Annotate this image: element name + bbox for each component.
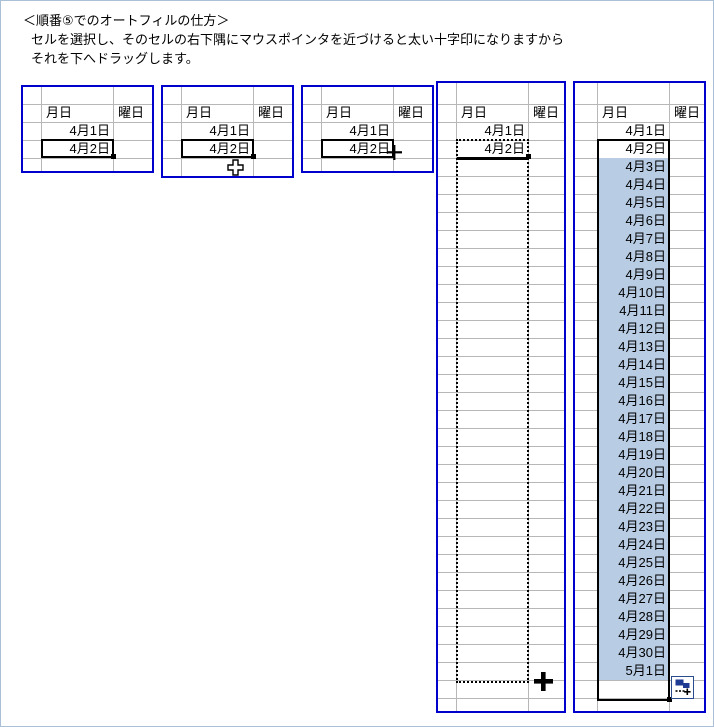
cell-date-19[interactable]: 4月20日 [598,464,669,482]
gridline [438,500,564,501]
cell-date-9[interactable]: 4月10日 [598,284,669,302]
gridline [438,446,564,447]
column-header-date: 月日 [186,105,213,120]
gridline [438,410,564,411]
autofill-options-button[interactable] [671,676,694,699]
cell-date-27[interactable]: 4月28日 [598,608,669,626]
cell-date-1[interactable]: 4月2日 [69,141,110,156]
column-header-date: 月日 [461,105,488,120]
cell-date-17[interactable]: 4月18日 [598,428,669,446]
cell-date-12[interactable]: 4月13日 [598,338,669,356]
gridline [575,122,704,123]
gridline [438,590,564,591]
gridline [575,104,704,105]
panel-selected-cell[interactable]: 月日 曜日 4月1日 4月2日 [21,85,154,173]
gridline [438,608,564,609]
cell-date-26[interactable]: 4月27日 [598,590,669,608]
panel-white-cross-cursor[interactable]: 月日 曜日 4月1日 4月2日 [161,85,294,178]
cell-date-0[interactable]: 4月1日 [69,123,110,138]
cell-date-14[interactable]: 4月15日 [598,374,669,392]
gridline [438,374,564,375]
cell-date-10[interactable]: 4月11日 [598,302,669,320]
gridline [438,626,564,627]
cell-date-15[interactable]: 4月16日 [598,392,669,410]
gridline [438,428,564,429]
panel-dragging[interactable]: 月日 曜日 4月1日 4月2日 [436,81,566,713]
cell-date-16[interactable]: 4月17日 [598,410,669,428]
cell-date-0[interactable]: 4月1日 [484,123,525,138]
column-header-date: 月日 [326,105,353,120]
cell-date-1[interactable]: 4月2日 [209,141,250,156]
cell-date-21[interactable]: 4月22日 [598,500,669,518]
gridline [438,482,564,483]
gridline [438,266,564,267]
gridline [438,662,564,663]
gridline [575,680,704,681]
gridline [438,158,564,159]
cell-date-20[interactable]: 4月21日 [598,482,669,500]
column-header-weekday: 曜日 [533,105,560,120]
cell-date-1[interactable]: 4月2日 [349,141,390,156]
tutorial-step-line-1: セルを選択し、そのセルの右下隅にマウスポインタを近づけると太い十字印になりますか… [31,32,565,47]
column-header-date: 月日 [602,105,629,120]
cell-date-28[interactable]: 4月29日 [598,626,669,644]
cell-date-23[interactable]: 4月24日 [598,536,669,554]
gridline [438,284,564,285]
gridline [438,230,564,231]
gridline [438,644,564,645]
gridline [438,212,564,213]
gridline [438,122,564,123]
cell-date-0[interactable]: 4月1日 [209,123,250,138]
gridline [438,518,564,519]
gridline [438,248,564,249]
column-header-weekday: 曜日 [674,105,701,120]
gridline [438,536,564,537]
gridline [438,320,564,321]
grid-lines [438,83,564,711]
gridline [438,392,564,393]
gridline [438,338,564,339]
cell-date-1[interactable]: 4月2日 [625,141,666,156]
gridline [438,302,564,303]
cell-date-6[interactable]: 4月7日 [598,230,669,248]
column-header-weekday: 曜日 [258,105,285,120]
gridline [438,698,564,699]
cell-date-7[interactable]: 4月8日 [598,248,669,266]
cell-date-18[interactable]: 4月19日 [598,446,669,464]
column-header-date: 月日 [46,105,73,120]
gridline [575,698,704,699]
cell-date-5[interactable]: 4月6日 [598,212,669,230]
cell-date-0[interactable]: 4月1日 [625,123,666,138]
cell-date-1[interactable]: 4月2日 [484,141,525,156]
cell-date-0[interactable]: 4月1日 [349,123,390,138]
cell-date-4[interactable]: 4月5日 [598,194,669,212]
cell-date-24[interactable]: 4月25日 [598,554,669,572]
tutorial-title: ＜順番⑤でのオートフィルの仕方＞ [23,13,230,28]
gridline [438,572,564,573]
panel-fill-handle-cursor[interactable]: 月日 曜日 4月1日 4月2日 [301,85,434,173]
cell-date-29[interactable]: 4月30日 [598,644,669,662]
gridline [438,554,564,555]
column-header-weekday: 曜日 [398,105,425,120]
cell-date-22[interactable]: 4月23日 [598,518,669,536]
cell-date-3[interactable]: 4月4日 [598,176,669,194]
tutorial-step-line-2: それを下へドラッグします。 [31,51,199,66]
cell-date-13[interactable]: 4月14日 [598,356,669,374]
gridline [438,176,564,177]
gridline [438,356,564,357]
gridline [438,104,564,105]
cell-date-11[interactable]: 4月12日 [598,320,669,338]
gridline [438,464,564,465]
gridline [438,194,564,195]
cell-date-25[interactable]: 4月26日 [598,572,669,590]
cell-date-2[interactable]: 4月3日 [598,158,669,176]
gridline [438,680,564,681]
cell-date-30[interactable]: 5月1日 [598,662,669,680]
cell-date-8[interactable]: 4月9日 [598,266,669,284]
column-header-weekday: 曜日 [118,105,145,120]
